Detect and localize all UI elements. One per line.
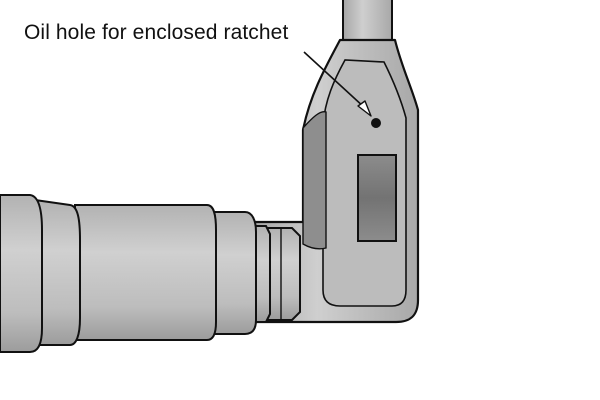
callout-arrow-line xyxy=(303,51,366,109)
handle-segment-2 xyxy=(34,198,81,346)
head-side-recess xyxy=(302,111,327,250)
handle-segment-1 xyxy=(0,194,43,353)
head-window xyxy=(357,154,397,242)
handle-segment-3 xyxy=(74,204,217,341)
upper-shaft xyxy=(342,0,393,45)
callout-arrow-head xyxy=(357,100,372,117)
handle-segment-4 xyxy=(206,211,257,335)
oil-hole-callout-label: Oil hole for enclosed ratchet xyxy=(24,21,289,44)
oil-hole xyxy=(371,118,381,128)
